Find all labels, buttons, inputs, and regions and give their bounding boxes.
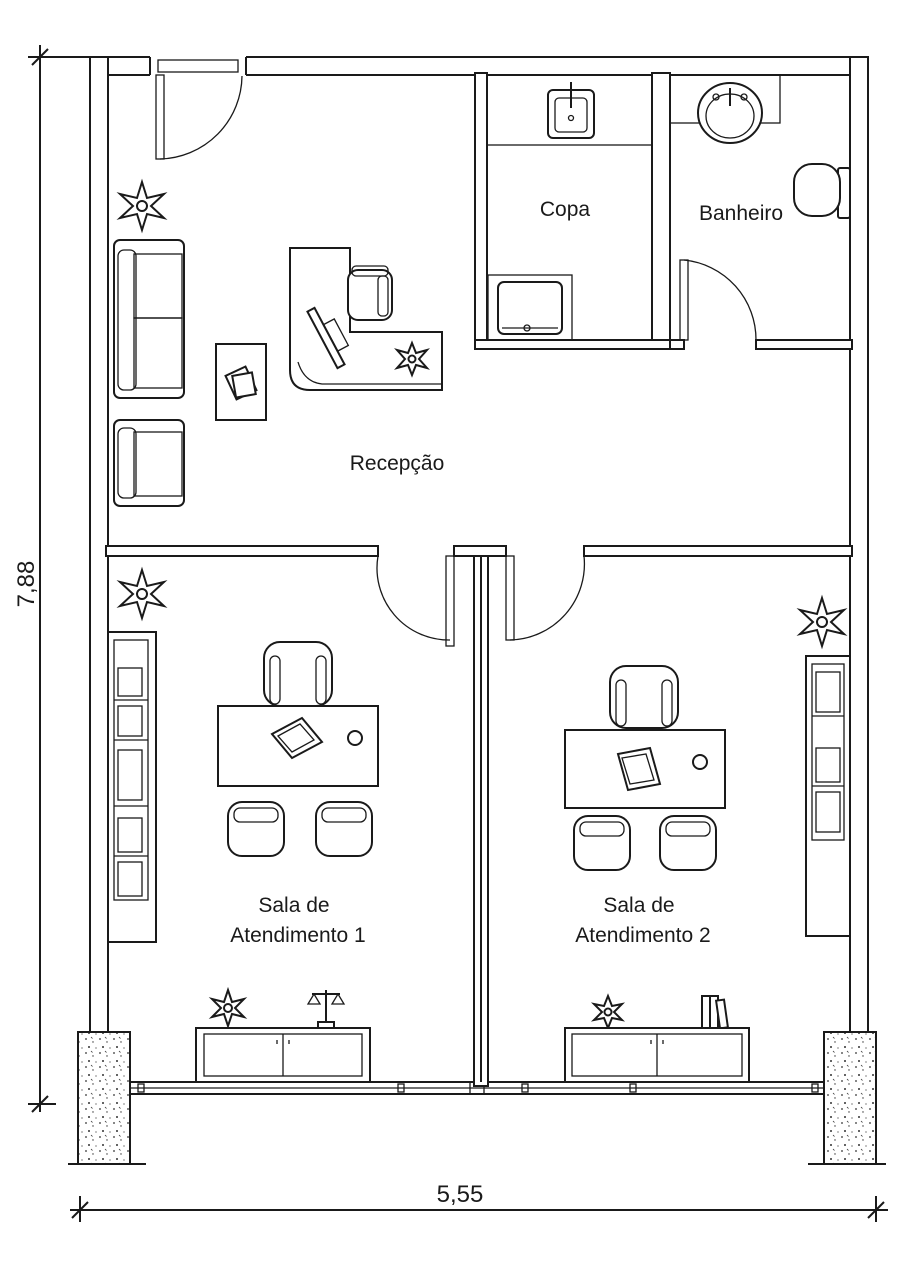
- room-label-copa: Copa: [540, 198, 591, 221]
- pillars: [68, 1031, 886, 1165]
- sideboard-cabinet: [195, 1027, 371, 1083]
- guest-chair-icon: [659, 815, 717, 871]
- coffee-table: [215, 343, 267, 421]
- desk: [217, 705, 379, 787]
- guest-chair-icon: [227, 801, 285, 857]
- sideboard-cabinet: [564, 1027, 750, 1083]
- scales-of-justice-icon: [306, 990, 346, 1029]
- office-chair-icon: [609, 665, 679, 729]
- magazines-icon: [224, 365, 258, 401]
- plant-icon: [796, 594, 848, 650]
- monitor-icon: [306, 306, 350, 370]
- room-label-sala2-line1: Sala de: [603, 894, 674, 917]
- pillar-left: [77, 1031, 131, 1165]
- sofa-icon: [113, 239, 185, 399]
- toilet-icon: [793, 163, 851, 219]
- plant-icon: [394, 340, 430, 378]
- kitchen-fixtures: [486, 74, 653, 341]
- office2-furniture: [564, 594, 851, 1083]
- laptop-icon: [270, 716, 324, 760]
- interior-walls: [105, 72, 853, 1087]
- sink-icon: [547, 82, 595, 139]
- dimension-height-label: 7,88: [13, 561, 40, 608]
- cup-icon: [692, 754, 708, 770]
- plant-icon: [208, 986, 248, 1030]
- desk: [564, 729, 726, 809]
- room-label-banheiro: Banheiro: [699, 202, 783, 225]
- room-label-recepcao: Recepção: [350, 452, 445, 475]
- laptop-icon: [616, 746, 662, 792]
- office1-furniture: [107, 566, 379, 1083]
- plant-icon: [116, 566, 168, 622]
- bathroom-door: [679, 259, 757, 341]
- entry-door: [155, 74, 243, 160]
- armchair-icon: [113, 419, 185, 507]
- room-label-sala2-line2: Atendimento 2: [575, 924, 710, 947]
- cup-icon: [347, 730, 363, 746]
- doors: [155, 74, 757, 647]
- plant-icon: [590, 993, 626, 1031]
- washbasin-icon: [669, 74, 781, 144]
- guest-chair-icon: [573, 815, 631, 871]
- books-icon: [701, 995, 730, 1030]
- refrigerator-icon: [487, 274, 573, 341]
- room-label-sala1-line2: Atendimento 1: [230, 924, 365, 947]
- dimension-width-label: 5,55: [437, 1181, 484, 1208]
- office-chair-icon: [263, 641, 333, 707]
- guest-chair-icon: [315, 801, 373, 857]
- pillar-right: [823, 1031, 877, 1165]
- bathroom-fixtures: [669, 74, 851, 219]
- plant-icon: [116, 178, 168, 234]
- office1-door: [376, 555, 455, 647]
- bookshelf-icon: [805, 655, 851, 937]
- bookshelf-icon: [107, 631, 157, 943]
- room-labels: Copa Banheiro Recepção Sala de Atendimen…: [230, 198, 783, 947]
- dimension-height: 7,88: [13, 45, 90, 1113]
- dimension-width: 5,55: [70, 1181, 888, 1222]
- room-label-sala1-line1: Sala de: [258, 894, 329, 917]
- reception-furniture: [113, 178, 443, 507]
- office-chair-icon: [347, 265, 393, 321]
- office2-door: [505, 555, 586, 641]
